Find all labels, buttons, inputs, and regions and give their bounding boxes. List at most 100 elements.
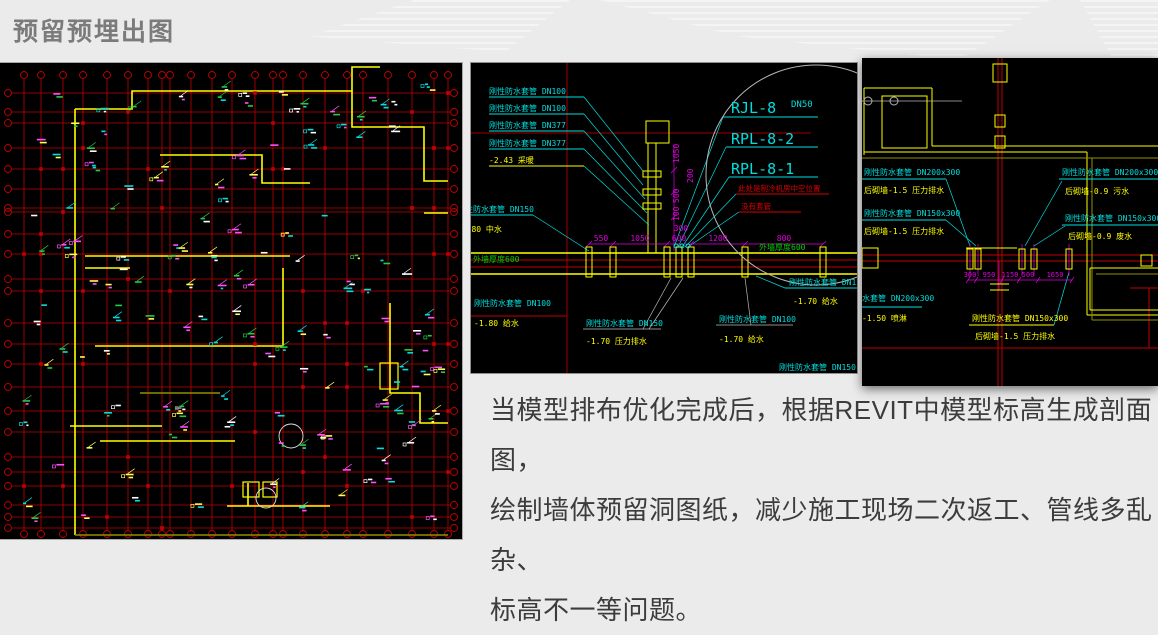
annotation-mark <box>252 176 257 179</box>
cad-circle <box>863 96 873 106</box>
axis-bubble <box>4 407 12 415</box>
annotation-leader <box>63 238 71 245</box>
grid-tick <box>446 342 450 346</box>
annotation-mark <box>186 329 190 332</box>
axis-bubble <box>251 71 259 79</box>
cad-rect <box>1018 248 1026 270</box>
annotation-mark <box>238 93 243 97</box>
annotation-mark <box>31 214 38 217</box>
annotation-leader <box>414 419 422 425</box>
cad-line <box>999 276 1005 284</box>
cad-rect <box>1065 248 1073 270</box>
annotation-mark <box>380 402 389 405</box>
annotation-leader <box>271 478 280 484</box>
cad-line <box>585 240 593 248</box>
annotation-mark <box>209 342 214 347</box>
annotation-mark <box>89 161 94 164</box>
cad-rect <box>862 247 879 269</box>
grid-tick <box>39 289 43 293</box>
annotation-mark <box>295 260 300 262</box>
annotation-mark <box>224 425 231 428</box>
annotation-leader <box>234 305 242 311</box>
grid-tick <box>271 121 275 125</box>
axis-bubble <box>4 383 12 391</box>
grid-tick <box>271 167 275 171</box>
annotation-mark <box>178 95 184 98</box>
grid-tick <box>126 277 130 281</box>
axis-bubble <box>321 71 329 79</box>
cad-label: 1200 <box>708 234 727 243</box>
annotation-mark <box>230 424 235 427</box>
annotation-mark <box>95 169 101 172</box>
cad-circle <box>679 243 685 249</box>
annotation-mark <box>289 108 293 113</box>
annotation-mark <box>172 413 176 417</box>
annotation-mark <box>364 365 368 368</box>
annotation-mark <box>121 474 125 479</box>
annotation-mark <box>172 254 176 257</box>
annotation-mark <box>344 126 347 129</box>
annotation-mark <box>371 99 377 102</box>
annotation-mark <box>285 232 289 234</box>
axis-bubble <box>4 340 12 348</box>
axis-bubble <box>444 71 452 79</box>
annotation-mark <box>179 415 187 418</box>
axis-bubble <box>321 530 329 538</box>
cad-line <box>642 277 672 330</box>
annotation-mark <box>218 198 222 203</box>
annotation-leader <box>426 308 435 315</box>
cad-label: 1650 <box>1047 271 1064 279</box>
cad-rect <box>819 246 827 278</box>
cad-label: 500 <box>1022 271 1035 279</box>
cad-line <box>1033 225 1066 247</box>
annotation-mark <box>84 162 89 167</box>
annotation-leader <box>209 246 218 253</box>
annotation-mark <box>80 356 85 358</box>
cad-line <box>609 240 617 248</box>
annotation-mark <box>84 517 90 519</box>
annotation-mark <box>168 433 173 436</box>
grid-tick <box>345 385 349 389</box>
detail-callout-circle <box>278 423 304 449</box>
annotation-mark <box>385 477 392 480</box>
grid-tick <box>446 470 450 474</box>
annotation-mark <box>356 115 365 118</box>
annotation-mark <box>330 110 335 113</box>
annotation-mark <box>41 304 47 306</box>
annotation-mark <box>221 86 228 88</box>
axis-bubble <box>4 165 12 173</box>
annotation-mark <box>36 138 46 141</box>
annotation-mark <box>22 502 27 505</box>
annotation-mark <box>412 330 422 332</box>
annotation-mark <box>71 122 80 125</box>
cad-line <box>1069 276 1075 284</box>
cad-label: 刚性防水套管 DN150x300 <box>1065 213 1158 223</box>
cad-rect <box>1140 254 1153 267</box>
axis-bubble <box>79 71 87 79</box>
grid-tick <box>432 252 436 256</box>
grid-tick <box>160 526 164 530</box>
annotation-mark <box>391 100 396 103</box>
grid-tick <box>301 385 305 389</box>
cad-line <box>670 166 678 174</box>
axis-bubble <box>4 453 12 461</box>
cad-rect <box>675 246 683 278</box>
annotation-mark <box>81 514 86 516</box>
annotation-mark <box>407 441 415 444</box>
background-pattern <box>600 0 1050 60</box>
annotation-mark <box>247 332 255 335</box>
annotation-mark <box>176 412 184 415</box>
cad-line <box>583 96 644 172</box>
annotation-mark <box>247 105 254 107</box>
annotation-mark <box>96 108 101 113</box>
annotation-mark <box>89 280 99 282</box>
annotation-mark <box>250 335 255 338</box>
axis-bubble <box>228 530 236 538</box>
annotation-mark <box>120 256 126 258</box>
cad-rect <box>645 120 670 144</box>
annotation-mark <box>68 241 73 245</box>
annotation-mark <box>36 323 41 326</box>
annotation-mark <box>434 366 442 369</box>
annotation-leader <box>358 110 367 117</box>
